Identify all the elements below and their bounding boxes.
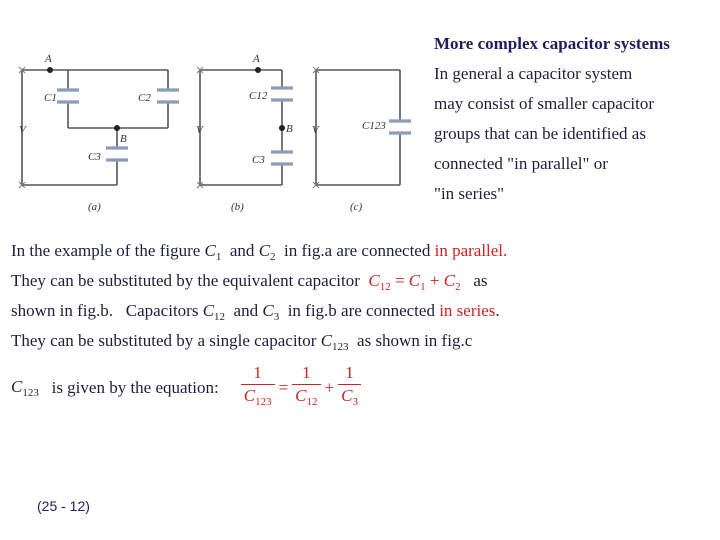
body-text: as shown in fig.c (357, 331, 473, 350)
math-C123: C123 (320, 331, 349, 353)
intro-line-2: may consist of smaller capacitor (434, 94, 654, 113)
label-b-A: A (252, 53, 260, 65)
fraction-1-over-C12: 1 C12 (292, 362, 321, 413)
junction-dots (47, 67, 285, 131)
capacitor-plates (57, 86, 411, 166)
math-C1: C1 (204, 241, 222, 263)
equation-parallel: C12 = C1 + C2 (368, 271, 461, 293)
body-text: as (473, 271, 488, 290)
body-text: shown in fig.b. Capacitors (11, 301, 199, 320)
body-line-1: In the example of the figure C1 and C2 i… (11, 241, 507, 263)
intro-paragraph: In general a capacitor system may consis… (434, 59, 654, 209)
fraction-1-over-C3: 1 C3 (338, 362, 361, 413)
intro-line-4: connected "in parallel" or (434, 154, 608, 173)
label-a-A: A (44, 53, 52, 65)
series-equation: 1 C123 = 1 C12 + 1 C3 (240, 362, 361, 413)
body-text: is given by the equation: (51, 377, 219, 397)
capacitor-circuit-diagrams: A B C1 C2 C3 V (a) A B C12 C3 V (b) C123… (18, 53, 411, 213)
body-line-4: They can be substituted by a single capa… (11, 331, 472, 353)
label-b-B: B (286, 123, 293, 135)
intro-line-1: In general a capacitor system (434, 64, 633, 83)
body-line-2: They can be substituted by the equivalen… (11, 271, 488, 293)
caption-b: (b) (231, 201, 244, 213)
label-a-V: V (19, 124, 27, 136)
fraction-1-over-C123: 1 C123 (240, 362, 275, 413)
circuit-b (199, 69, 283, 186)
highlight-in-parallel: in parallel. (434, 241, 508, 260)
label-a-C3: C3 (88, 151, 101, 163)
label-c-V: V (312, 124, 320, 136)
label-b-C12: C12 (249, 90, 268, 102)
terminal-markers (18, 66, 320, 189)
intro-line-3: groups that can be identified as (434, 124, 646, 143)
math-C2: C2 (258, 241, 276, 263)
body-text: in fig.a are connected (284, 241, 431, 260)
body-text: . (495, 301, 500, 320)
body-text: In the example of the figure (11, 241, 201, 260)
label-b-V: V (196, 124, 204, 136)
circuit-c (315, 69, 401, 186)
caption-a: (a) (88, 201, 101, 213)
body-line-5: C123 is given by the equation: 1 C123 = … (11, 362, 361, 413)
body-text: in fig.b are connected (287, 301, 435, 320)
label-c-C123: C123 (362, 120, 386, 132)
label-a-C1: C1 (44, 92, 57, 104)
label-a-B: B (120, 133, 127, 145)
math-C123: C123 (11, 376, 39, 399)
intro-line-5: "in series" (434, 184, 505, 203)
caption-c: (c) (350, 201, 363, 213)
circuit-a (21, 69, 169, 186)
body-text: and (229, 241, 255, 260)
math-C12: C12 (202, 301, 226, 323)
label-a-C2: C2 (138, 92, 151, 104)
body-text: They can be substituted by a single capa… (11, 331, 317, 350)
label-b-C3: C3 (252, 154, 265, 166)
body-line-3: shown in fig.b. Capacitors C12 and C3 in… (11, 301, 500, 323)
body-text: and (233, 301, 259, 320)
body-text: They can be substituted by the equivalen… (11, 271, 360, 290)
math-C3: C3 (262, 301, 280, 323)
slide-number: (25 - 12) (37, 498, 90, 514)
highlight-in-series: in series (439, 301, 496, 320)
slide-title: More complex capacitor systems (434, 34, 670, 53)
